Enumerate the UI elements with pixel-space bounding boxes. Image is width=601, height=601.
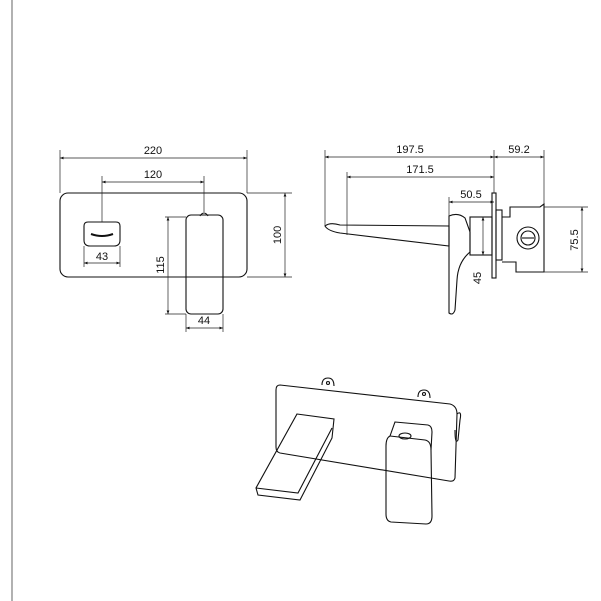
valve-port: [516, 226, 540, 250]
isometric-view: [255, 377, 462, 525]
spout-outlet: [83, 221, 121, 247]
handle: [185, 214, 224, 315]
iso-spout: [255, 413, 335, 501]
side-view: 197.5 59.2 171.5 50.5 45 75.5: [324, 144, 588, 315]
dim-outlet-width: 43: [96, 251, 108, 263]
dim-plate-height: 100: [272, 226, 284, 244]
dim-overall-width: 220: [144, 145, 162, 157]
dim-overall-projection: 197.5: [396, 144, 424, 156]
dim-handle-width: 44: [198, 315, 210, 327]
dim-body-depth: 59.2: [508, 144, 529, 156]
iso-wall-plate: [275, 384, 458, 482]
iso-mount-tab: [417, 389, 431, 399]
flange: [491, 192, 497, 279]
dim-spout-projection: 171.5: [406, 164, 434, 176]
dim-handle-depth: 50.5: [460, 189, 481, 201]
front-view: 220 120 43 100 115 44: [59, 145, 292, 332]
lever-side: [448, 213, 471, 315]
handle-body-side: [469, 216, 493, 256]
iso-mount-tab: [321, 377, 335, 387]
spout-side: [324, 223, 450, 247]
outlet-slot: [90, 233, 114, 237]
dim-centers: 120: [144, 169, 162, 181]
iso-handle: [385, 421, 433, 525]
wall-plate: [59, 192, 248, 278]
dim-valve-height: 75.5: [569, 229, 581, 250]
dim-handle-body-height: 45: [472, 272, 484, 284]
dim-handle-height: 115: [155, 256, 167, 274]
